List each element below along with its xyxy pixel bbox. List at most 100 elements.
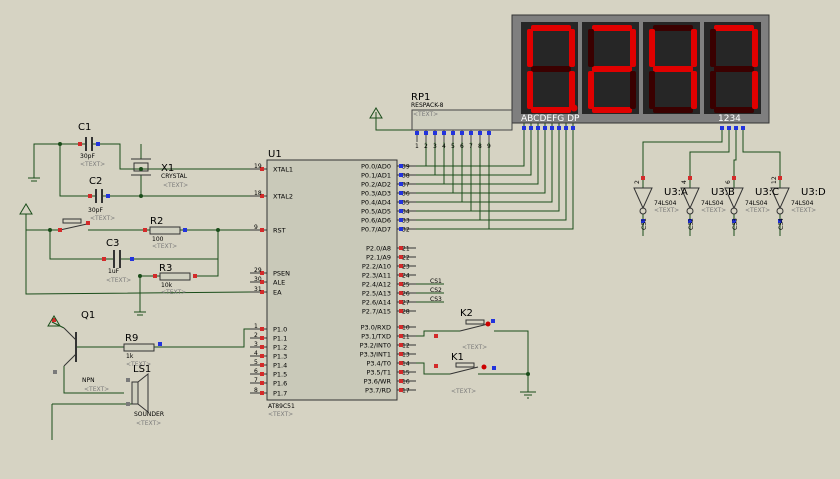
rp1-text: <TEXT>: [413, 111, 438, 118]
junction-dot: [48, 228, 52, 232]
pin-marker: [260, 280, 264, 284]
wire: [375, 112, 417, 131]
u1-pin-name: P2.5/A13: [362, 290, 391, 298]
pin-marker: [550, 126, 554, 130]
pin-marker: [193, 274, 197, 278]
u1-pin-name: P3.1/TXD: [361, 333, 391, 341]
inverter-part: 74LS04: [654, 200, 677, 207]
power-terminal: [369, 107, 383, 119]
pin-marker: [433, 131, 437, 135]
u1-pin-num: 28: [402, 309, 410, 316]
u1-pin-num: 3: [254, 341, 258, 348]
inverter-pin: 12: [771, 176, 778, 184]
wire: [416, 362, 450, 375]
pin-marker: [424, 131, 428, 135]
u1-pin-num: 36: [402, 191, 410, 198]
u1-pin-num: 38: [402, 173, 410, 180]
pin-marker: [571, 126, 575, 130]
pin-marker: [399, 388, 403, 392]
pin-marker: [399, 173, 403, 177]
segment-a: [714, 25, 754, 31]
u1-pin-num: 37: [402, 182, 410, 189]
u1-pin-num: 2: [254, 332, 258, 339]
pin-marker: [260, 336, 264, 340]
pin-marker: [399, 325, 403, 329]
segment-g: [653, 66, 693, 72]
u1-pin-num: 13: [402, 352, 410, 359]
u1-pin-name: P2.2/A10: [362, 263, 391, 271]
r3-text: <TEXT>: [161, 289, 186, 296]
u1-pin-name: P0.7/AD7: [361, 226, 391, 234]
r3-ref: R3: [159, 263, 172, 274]
wire: [154, 328, 250, 348]
u1-pin-num: 4: [254, 350, 258, 357]
inverter-pin: 4: [681, 180, 688, 184]
u1-pin-name: ALE: [273, 279, 285, 287]
wire: [416, 122, 546, 194]
c1-value: 30pF: [80, 153, 95, 160]
sounder-ls1: [131, 381, 139, 405]
u1-part: AT89C51: [268, 403, 295, 410]
resistor-r9: [123, 343, 155, 352]
wire: [59, 144, 96, 197]
u1-pin-num: 21: [402, 246, 410, 253]
c2-value: 30pF: [88, 207, 103, 214]
pin-marker: [102, 257, 106, 261]
segment-b: [630, 29, 636, 67]
u1-pin-name: P2.4/A12: [362, 281, 391, 289]
u1-pin-name: P2.7/A15: [362, 308, 391, 316]
u1-pin-num: 27: [402, 300, 410, 307]
segment-e: [527, 71, 533, 109]
q1-value: NPN: [82, 377, 95, 384]
u1-pin-name: P1.1: [273, 335, 287, 343]
u1-pin-name: P3.5/T1: [366, 369, 391, 377]
u1-pin-name: P2.3/A11: [362, 272, 391, 280]
inverter-output: CS1: [641, 218, 648, 230]
pin-marker: [732, 176, 736, 180]
wire: [416, 122, 567, 221]
pin-marker: [143, 228, 147, 232]
u1-pin-name: P1.0: [273, 326, 287, 334]
pin-marker: [522, 126, 526, 130]
sounder-ls1: [137, 372, 149, 414]
rp1-pin-num: 8: [478, 143, 482, 150]
u1-pin-num: 7: [254, 377, 258, 384]
c2-ref: C2: [89, 176, 102, 187]
u1-pin-num: 35: [402, 200, 410, 207]
inverter-part: 74LS04: [791, 200, 814, 207]
pin-marker: [260, 391, 264, 395]
wires: [25, 112, 781, 440]
u1-pin-num: 12: [402, 343, 410, 350]
u1-pin-name: RST: [273, 227, 286, 235]
pin-marker: [126, 378, 130, 382]
wire: [494, 330, 529, 392]
inverter-output: CS2: [688, 218, 695, 230]
inverter-bubble: [639, 207, 647, 215]
pin-marker: [399, 209, 403, 213]
r9-text: <TEXT>: [126, 361, 151, 368]
rp1-pin-num: 1: [415, 143, 419, 150]
button-k1: [449, 366, 479, 375]
junction-dot: [526, 372, 530, 376]
pin-marker: [734, 126, 738, 130]
q1-ref: Q1: [81, 310, 95, 321]
ls1-value: SOUNDER: [134, 411, 164, 418]
pin-marker: [688, 176, 692, 180]
inverter-part: 74LS04: [745, 200, 768, 207]
microcontroller-u1: [266, 159, 398, 401]
pin-marker: [399, 282, 403, 286]
pin-marker: [487, 131, 491, 135]
u1-pin-name: P2.0/A8: [366, 245, 391, 253]
segment-f: [710, 29, 716, 67]
k2-text: <TEXT>: [462, 344, 487, 351]
resistor-r2: [149, 226, 181, 235]
u1-pin-name: EA: [273, 289, 282, 297]
u1-pin-name: XTAL1: [273, 166, 293, 174]
pin-marker: [557, 126, 561, 130]
u1-pin-name: P3.3/INT1: [360, 351, 391, 359]
segment-d: [592, 107, 632, 113]
k1-ref: K1: [451, 352, 464, 363]
c2-text: <TEXT>: [90, 215, 115, 222]
button-k2: [459, 323, 489, 332]
